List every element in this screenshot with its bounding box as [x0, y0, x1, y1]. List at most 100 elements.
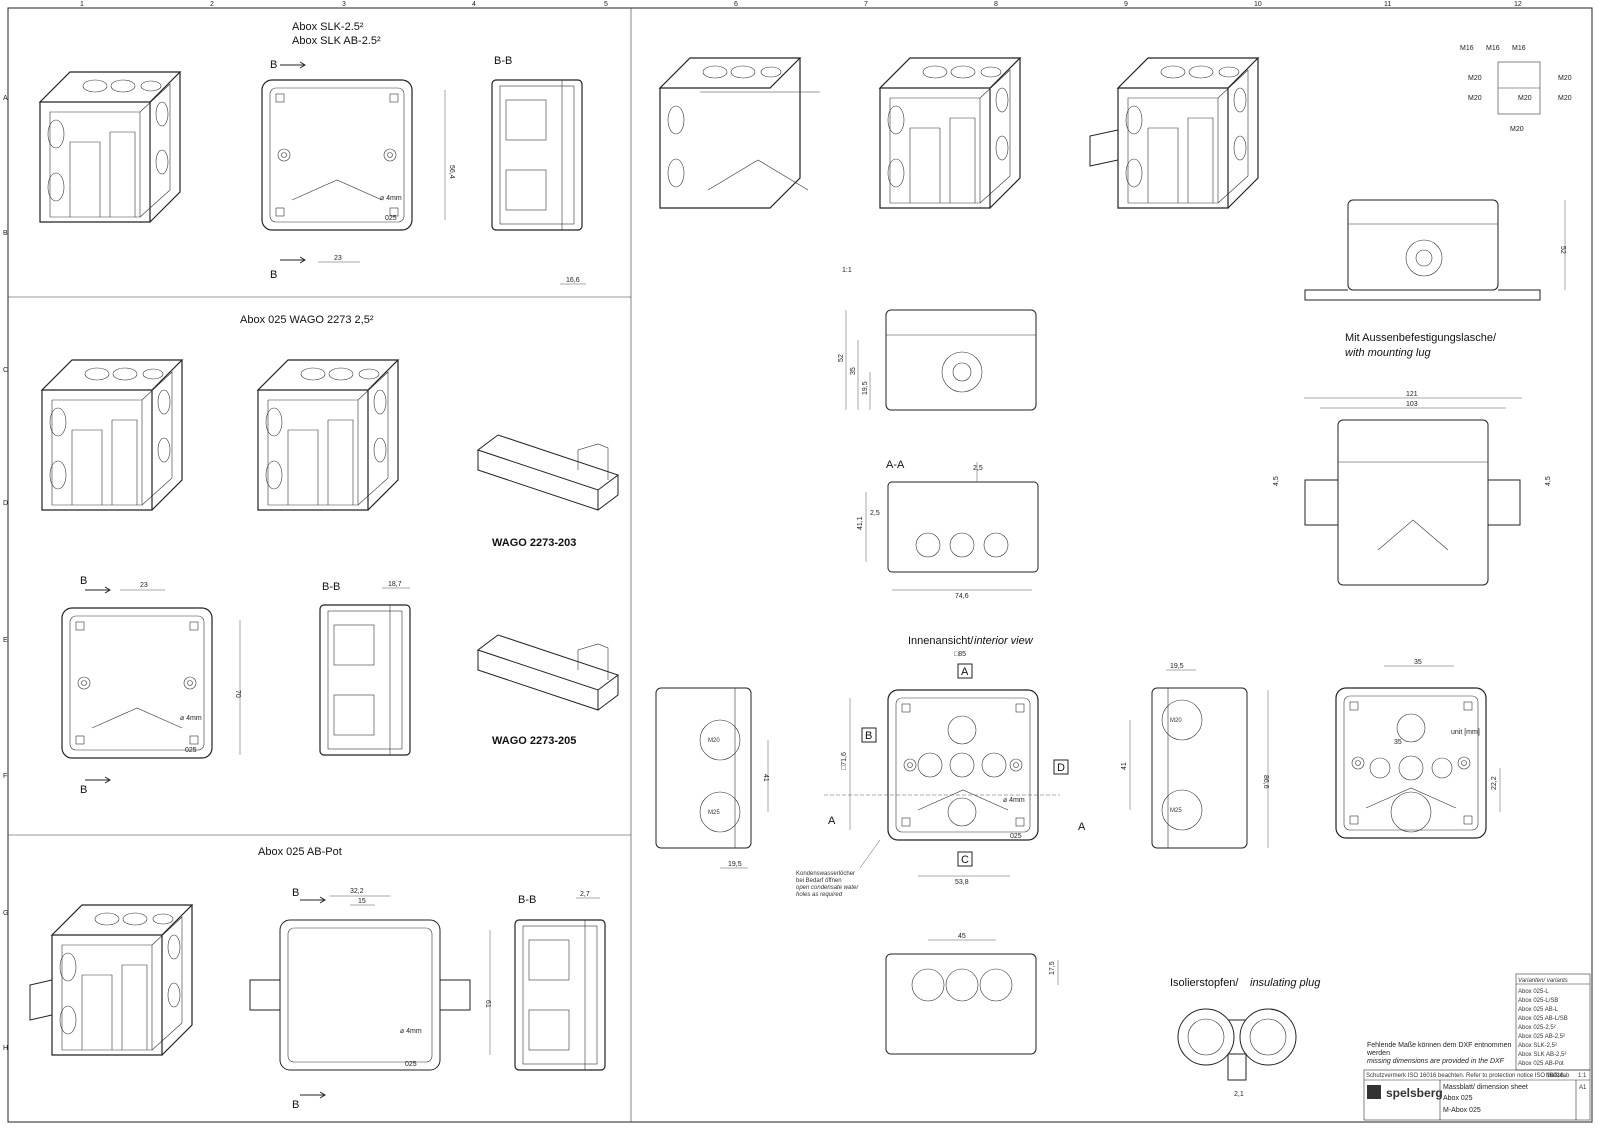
dim-71-6: □71,6: [841, 752, 848, 770]
section-b-top-wago: B: [80, 575, 87, 587]
iso-view-open: [879, 57, 1021, 209]
grid-col-11: 11: [1384, 1, 1391, 8]
title-wago-panel: Abox 025 WAGO 2273 2,5²: [240, 314, 374, 326]
grid-column-labels: 1 2 3 4 5 6 7 8 9 10 11 12 A B C D E F G…: [3, 1, 1522, 1052]
plan-view-abpot: [279, 919, 441, 1071]
dim-17-5: 17,5: [1049, 961, 1056, 975]
dim-35-bottom-top: 35: [1414, 659, 1422, 666]
front-elevation-lug: 52: [1304, 199, 1566, 301]
dim-19-5-left: 19,5: [728, 861, 742, 868]
product-name: Abox 025: [1443, 1095, 1473, 1102]
grid-col-5: 5: [604, 1, 608, 8]
dxf-note-de-2: werden: [1366, 1050, 1390, 1057]
variant-item: Abox 025 AB-L: [1518, 1007, 1559, 1013]
section-view-abpot: [514, 919, 606, 1071]
mark-4mm-abpot: ⌀ 4mm: [400, 1028, 422, 1035]
grid-row-h: H: [3, 1045, 8, 1052]
scale-label: Maßstab: [1546, 1073, 1570, 1079]
doc-type: Massblatt/ dimension sheet: [1443, 1084, 1528, 1091]
gland-m16-3: M16: [1512, 45, 1526, 52]
dim-15: 15: [358, 898, 366, 905]
section-b-bottom-slk: B: [270, 269, 277, 281]
panel-abpot: Abox 025 AB-Pot B B 32,2 15 61 025 ⌀ 4mm…: [29, 846, 606, 1111]
variant-item: Abox 025 AB-Pot: [1518, 1061, 1564, 1067]
gland-m16-1: M16: [1460, 45, 1474, 52]
dim-16-6: 16,6: [566, 277, 580, 284]
variant-item: Abox 025 AB-L/SB: [1518, 1016, 1568, 1022]
dxf-note: Fehlende Maße können dem DXF entnommen w…: [1366, 1042, 1511, 1065]
right-side-view: M20 M25 19,5 41 86,6: [1121, 663, 1269, 849]
condensate-note-en-1: open condensate water: [796, 885, 859, 891]
dim-52-front: 52: [838, 354, 845, 362]
mark-025-slk: 025: [385, 215, 397, 222]
title-plug-en: insulating plug: [1250, 977, 1321, 989]
iso-view-closed: [659, 57, 821, 209]
grid-row-g: G: [3, 910, 8, 917]
gland-m16-2: M16: [1486, 45, 1500, 52]
dim-35-bottom-inner: 35: [1394, 739, 1402, 746]
title-interior-de: Innenansicht/: [908, 635, 974, 647]
right-top-iso-views: 1:1: [659, 57, 1259, 274]
variant-item: Abox 025 AB-2,5²: [1518, 1034, 1565, 1040]
condensate-note-de-1: Kondenswasserlöcher: [796, 871, 855, 877]
iso-view-wago-1: [41, 359, 183, 511]
dim-70: 70: [234, 690, 241, 698]
section-view-wago: [319, 604, 411, 756]
dim-85: □85: [954, 651, 966, 658]
grid-col-6: 6: [734, 1, 738, 8]
grid-row-c: C: [3, 367, 8, 374]
drawing-number: M-Abox 025: [1443, 1107, 1481, 1114]
section-aa: A-A 2,5 2,5 41,1 74,6: [857, 459, 1039, 600]
title-slk-line1: Abox SLK-2.5²: [292, 21, 364, 33]
dim-2-5-top: 2,5: [973, 465, 983, 472]
brand-name: spelsberg: [1386, 1086, 1443, 1100]
mark-4mm-wago: ⌀ 4mm: [180, 715, 202, 722]
dim-18-7: 18,7: [388, 581, 402, 588]
protection-note: Schutzvermerk ISO 16016 beachten. Refer …: [1366, 1073, 1565, 1079]
gland-m20-1: M20: [1468, 75, 1482, 82]
dim-61-abpot: 61: [484, 1000, 491, 1008]
variants-table: Varianten/ variants Abox 025-L Abox 025-…: [1515, 973, 1591, 1071]
dim-41-left: 41: [762, 774, 769, 782]
interior-plan: [887, 689, 1039, 841]
condensate-note-en-2: holes as required: [796, 892, 843, 898]
interior-view: Innenansicht/ interior view □85 A B D C …: [796, 635, 1086, 898]
dim-74-6: 74,6: [955, 593, 969, 600]
scale-note-1-1: 1:1: [842, 267, 852, 274]
wago-2273-205-drawing: [477, 634, 619, 711]
bottom-front-view: 45 17,5: [885, 933, 1059, 1055]
variant-item: Abox SLK-2,5²: [1518, 1043, 1557, 1049]
mark-025-interior: 025: [1010, 833, 1022, 840]
dim-4-5-right: 4,5: [1545, 476, 1552, 486]
grid-col-7: 7: [864, 1, 868, 8]
dim-19-5-right: 19,5: [1170, 663, 1184, 670]
wago-2273-203-drawing: [477, 434, 619, 511]
iso-view-lug: [1117, 57, 1259, 209]
grid-row-e: E: [3, 637, 8, 644]
variant-item: Abox SLK AB-2,5²: [1518, 1052, 1566, 1058]
plan-view-slk: [261, 79, 413, 231]
dim-2-1: 2,1: [1234, 1091, 1244, 1098]
grid-col-9: 9: [1124, 1, 1128, 8]
dim-56-4: 56,4: [448, 165, 455, 179]
grid-row-b: B: [3, 230, 8, 237]
dim-4-5-left: 4,5: [1273, 476, 1280, 486]
dim-23-wago: 23: [140, 582, 148, 589]
dim-2-5-side: 2,5: [870, 510, 880, 517]
bottom-plan: [1335, 687, 1487, 839]
section-b-bottom-wago: B: [80, 784, 87, 796]
gland-m25-right-lower: M25: [1170, 808, 1182, 814]
title-slk-line2: Abox SLK AB-2.5²: [292, 35, 381, 47]
variants-header: Varianten/ variants: [1518, 978, 1568, 984]
grid-row-f: F: [3, 773, 7, 780]
scale-value: 1:1: [1578, 1073, 1587, 1079]
dim-45: 45: [958, 933, 966, 940]
gland-m20-5: M20: [1518, 95, 1532, 102]
grid-col-10: 10: [1254, 1, 1262, 8]
grid-col-1: 1: [80, 1, 84, 8]
title-mounting-lug-de: Mit Aussenbefestigungslasche/: [1345, 332, 1497, 344]
variant-item: Abox 025-L/SB: [1518, 998, 1558, 1004]
grid-col-3: 3: [342, 1, 346, 8]
section-bb-wago: B-B: [322, 581, 340, 593]
mark-4mm-interior: ⌀ 4mm: [1003, 797, 1025, 804]
